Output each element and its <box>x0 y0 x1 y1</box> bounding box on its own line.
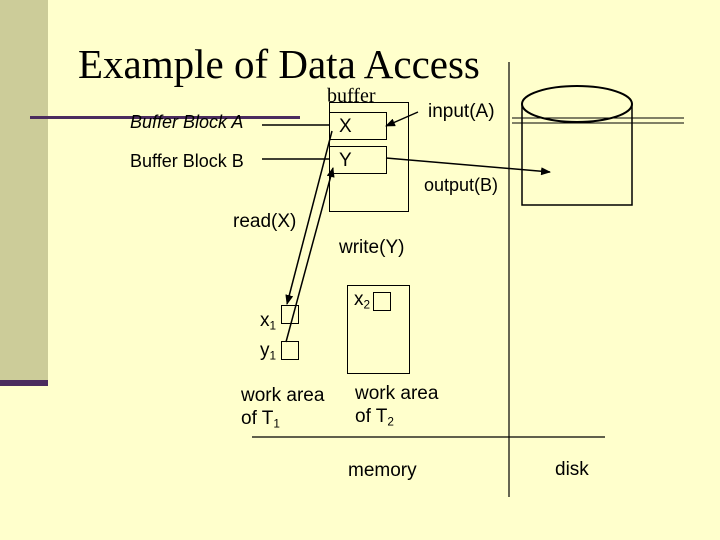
t1-y-cell <box>281 341 299 360</box>
read-arrow <box>285 130 333 305</box>
read-op-label: read(X) <box>233 211 297 232</box>
buffer-y-label: Y <box>339 150 352 171</box>
output-arrow <box>385 157 551 176</box>
write-arrow <box>285 167 335 343</box>
disk-label: disk <box>555 459 589 480</box>
title-rule <box>30 116 300 119</box>
input-op-label: input(A) <box>428 101 495 122</box>
t1-x-var: x1 <box>260 310 277 333</box>
slide-title: Example of Data Access <box>78 41 480 87</box>
write-op-label: write(Y) <box>339 237 405 258</box>
disk-cylinder <box>521 85 633 206</box>
slide-sidebar-bar <box>0 0 48 385</box>
buffer-block-a-label: Buffer Block A <box>130 112 244 132</box>
buffer-x-label: X <box>339 116 352 137</box>
input-arrow <box>385 111 419 127</box>
t2-x-var: x2 <box>354 289 371 312</box>
t2-work-box <box>347 285 410 374</box>
output-op-label: output(B) <box>424 175 499 195</box>
buffer-label: buffer <box>327 85 376 107</box>
buffer-block-b-label: Buffer Block B <box>130 151 244 171</box>
buffer-cell-y <box>329 146 387 174</box>
t2-x-cell <box>373 292 391 311</box>
slide-sidebar-foot <box>0 380 48 386</box>
t1-y-var: y1 <box>260 340 277 363</box>
memory-label: memory <box>348 460 417 481</box>
